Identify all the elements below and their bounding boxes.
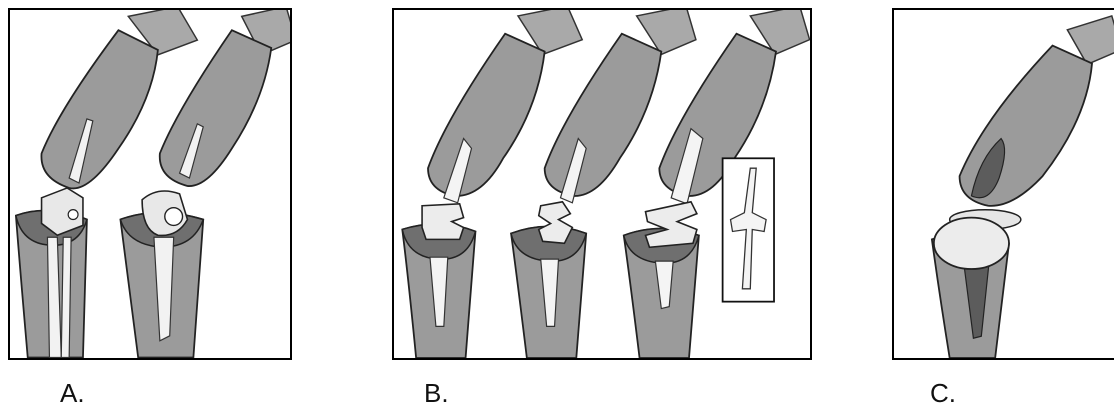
b-implant-1 [422, 204, 464, 240]
panel-b-illustration [394, 10, 810, 358]
b-implant-3 [646, 202, 697, 247]
label-a: A. [60, 378, 85, 409]
b-finger-1-proximal-bone [428, 34, 545, 196]
b-finger-2-proximal-bone [545, 34, 662, 196]
implant-a2-hole [165, 208, 183, 226]
panel-b-surface-replacement [392, 8, 812, 360]
b-implant-2 [539, 202, 573, 244]
label-c: C. [930, 378, 956, 409]
panel-c-pyrocarbon-implant [892, 8, 1114, 360]
panel-a-illustration [10, 10, 290, 358]
implant-a1-proximal-stem-2 [61, 237, 71, 357]
label-b: B. [424, 378, 449, 409]
panel-c-illustration [894, 10, 1114, 358]
finger-1-proximal-bone [41, 30, 157, 188]
implant-a1-hole [68, 210, 78, 220]
panel-a-silicone-implants [8, 8, 292, 360]
c-proximal-ball [934, 218, 1009, 269]
finger-2-proximal-bone [160, 30, 272, 186]
